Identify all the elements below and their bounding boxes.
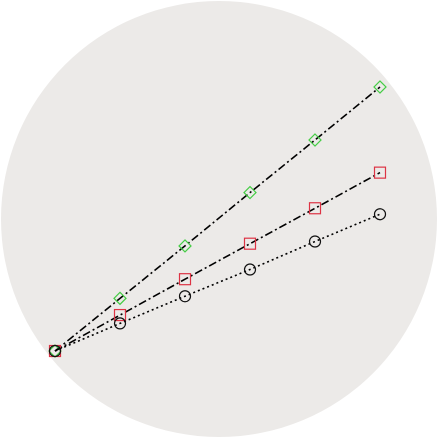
series-3-point-3 bbox=[178, 290, 192, 303]
series-3-point-2 bbox=[113, 317, 127, 330]
series-2-point-2 bbox=[113, 308, 127, 322]
series-1-point-3 bbox=[178, 239, 192, 253]
series-1-line bbox=[54, 86, 381, 352]
series-3-point-4 bbox=[243, 263, 257, 276]
series-layer bbox=[48, 80, 387, 358]
series-3-point-1 bbox=[48, 344, 62, 358]
series-3-point-5 bbox=[308, 235, 322, 248]
series-2-point-5 bbox=[308, 202, 322, 215]
series-3-line bbox=[54, 213, 381, 352]
series-2-point-4 bbox=[243, 237, 257, 250]
series-1-point-2 bbox=[113, 291, 127, 306]
series-2-point-6 bbox=[373, 166, 387, 179]
series-3-point-6 bbox=[373, 208, 387, 221]
series-2-point-3 bbox=[178, 273, 192, 286]
series-1-point-5 bbox=[308, 133, 322, 147]
series-1-point-6 bbox=[373, 80, 387, 94]
series-2-line bbox=[54, 171, 381, 352]
series-1-point-4 bbox=[243, 185, 257, 200]
